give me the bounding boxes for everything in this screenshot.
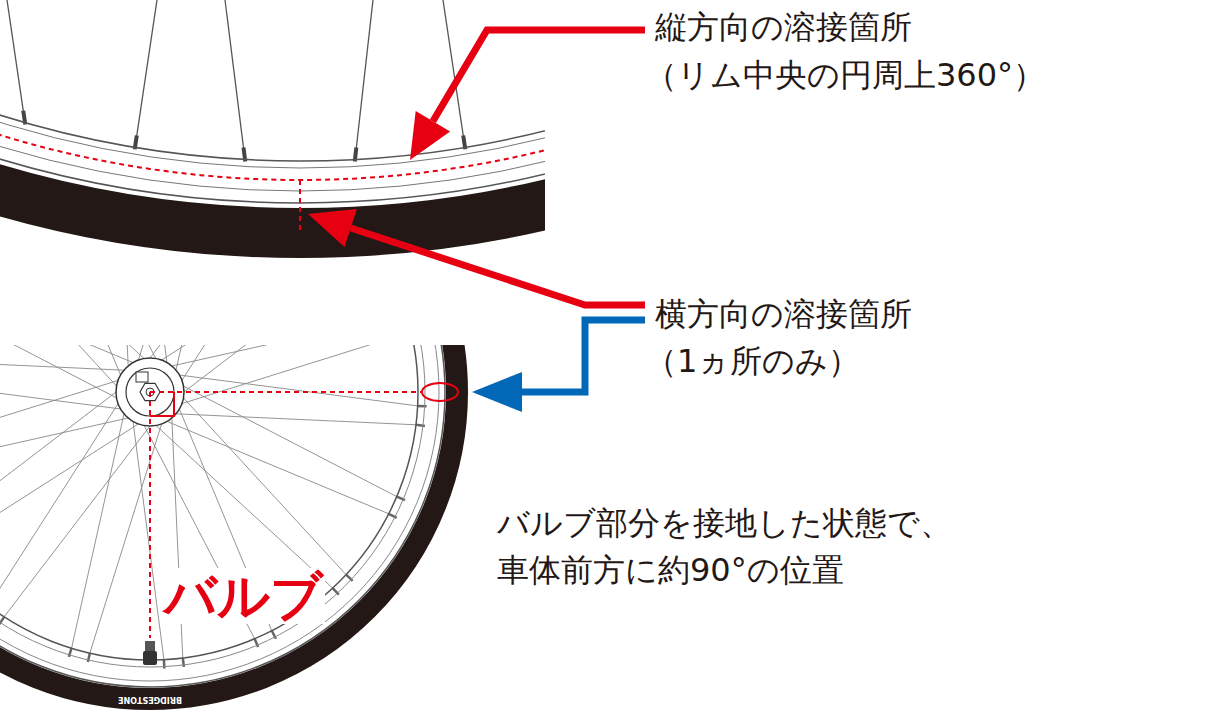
arrowhead <box>308 209 357 247</box>
rim-line <box>0 0 545 203</box>
spoke <box>168 413 416 424</box>
tire <box>0 0 545 233</box>
spoke <box>90 416 164 653</box>
spoke <box>4 420 155 617</box>
callout-title: 横方向の溶接箇所 <box>655 295 912 333</box>
part-name: バルブ <box>162 568 325 624</box>
wheel <box>0 345 458 699</box>
rim-line <box>0 0 545 191</box>
spoke <box>72 406 126 648</box>
rim-closeup <box>0 0 545 233</box>
spoke <box>174 345 411 406</box>
weld-line-circumferential <box>0 0 545 180</box>
spoke <box>0 378 126 452</box>
spoke <box>178 345 312 387</box>
spoke-nipple <box>346 575 353 581</box>
spoke <box>155 345 364 364</box>
spoke <box>0 387 122 538</box>
note-text: バルブ部分を接地した状態で、 車体前方に約90°の位置 <box>497 500 997 594</box>
valve <box>143 651 157 665</box>
rim-line <box>0 0 545 168</box>
spoke <box>28 345 123 382</box>
spoke <box>176 382 396 496</box>
leader-arrow <box>351 228 645 305</box>
spoke <box>0 359 132 370</box>
spokes <box>7 0 465 161</box>
spoke <box>0 397 122 606</box>
rim-line <box>0 345 425 667</box>
spoke <box>7 0 25 123</box>
spoke <box>0 416 136 470</box>
leader-arrow <box>433 30 645 121</box>
spoke-nipple <box>416 425 425 426</box>
tire <box>0 345 457 699</box>
guide-line <box>150 391 421 393</box>
spoke-nipple <box>163 660 166 669</box>
spoke <box>178 392 346 575</box>
arrowhead <box>472 372 522 412</box>
rim-line <box>0 345 445 687</box>
spoke <box>135 0 157 147</box>
callout-note: （1ヵ所のみ） <box>645 342 860 380</box>
spoke <box>171 374 417 406</box>
spoke <box>150 420 333 588</box>
rim-line <box>0 0 545 161</box>
spoke-nipple <box>418 405 427 408</box>
arrowhead <box>410 111 450 160</box>
weld-mark <box>422 383 458 401</box>
spoke-nipple <box>333 588 339 595</box>
callout-title: 縦方向の溶接箇所 <box>655 8 912 46</box>
rim-line <box>0 345 439 681</box>
guide-line <box>149 392 151 638</box>
right-angle-mark <box>150 392 174 416</box>
spoke <box>0 345 150 364</box>
valve <box>145 641 155 651</box>
callout-note: （リム中央の円周上360°） <box>645 56 1045 94</box>
spoke <box>0 345 140 366</box>
spoke <box>355 0 373 159</box>
spoke-nipple <box>183 658 184 667</box>
hub-lock <box>136 372 148 382</box>
spoke <box>132 413 164 659</box>
spoke <box>164 345 406 368</box>
brand-mark: BRIDGESTONE <box>116 694 184 704</box>
spoke <box>225 0 245 159</box>
spoke <box>0 420 145 554</box>
leader-arrow <box>520 320 645 392</box>
weld-line-transverse <box>299 180 301 232</box>
